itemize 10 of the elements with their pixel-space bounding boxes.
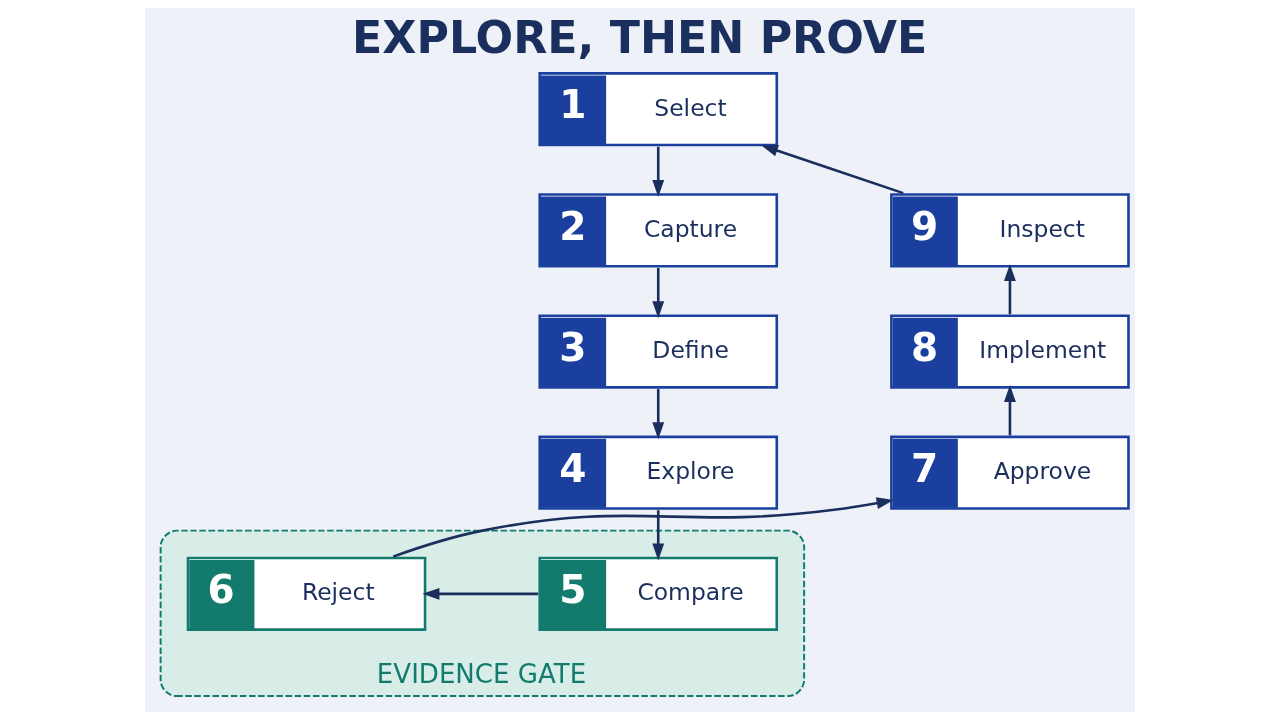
arrow bbox=[652, 510, 665, 561]
arrow bbox=[760, 144, 904, 195]
arrow bbox=[652, 389, 665, 440]
arrow bbox=[392, 497, 894, 558]
arrow bbox=[1004, 385, 1016, 436]
arrow bbox=[652, 146, 665, 198]
arrow bbox=[422, 587, 539, 600]
arrow bbox=[1004, 263, 1016, 315]
arrow bbox=[652, 267, 665, 319]
diagram-title: EXPLORE, THEN PROVE bbox=[352, 11, 928, 63]
